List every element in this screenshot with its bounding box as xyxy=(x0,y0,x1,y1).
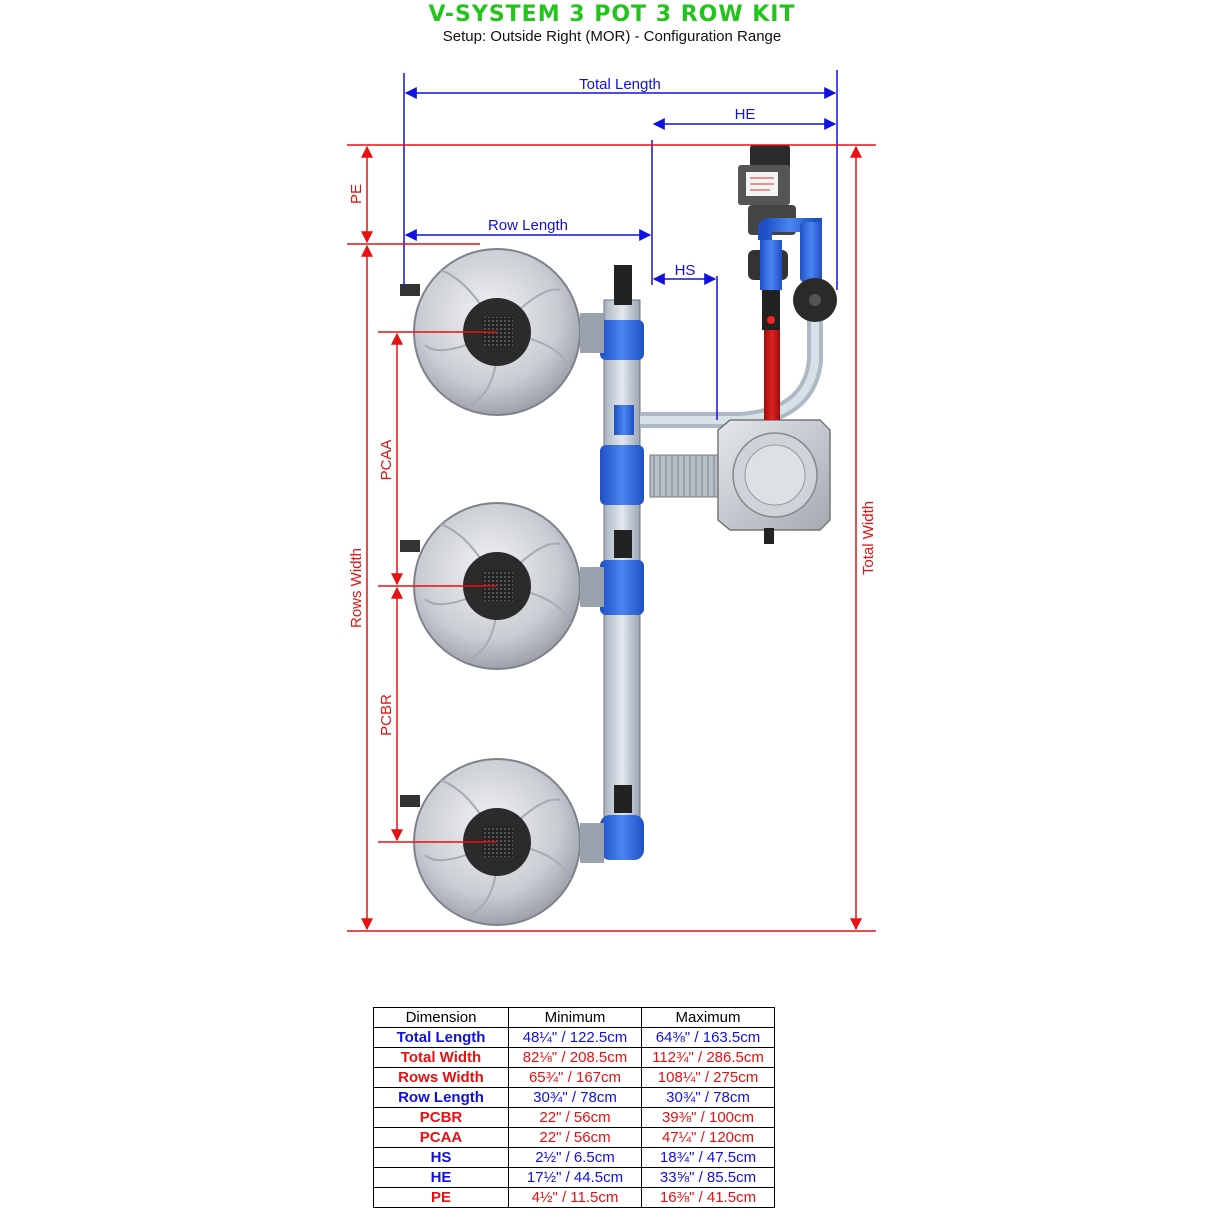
row-name: Row Length xyxy=(373,1087,509,1108)
total-length-label: Total Length xyxy=(579,76,661,93)
table-row: Rows Width 65¾" / 167cm 108¼" / 275cm xyxy=(373,1067,775,1088)
he-label: HE xyxy=(735,106,756,123)
total-width-label: Total Width xyxy=(860,501,877,575)
pcaa-label: PCAA xyxy=(378,440,395,481)
header-maximum: Maximum xyxy=(641,1007,775,1028)
row-length-label: Row Length xyxy=(488,217,568,234)
hs-label: HS xyxy=(675,262,696,279)
row-min: 2½" / 6.5cm xyxy=(508,1147,642,1168)
row-name: HE xyxy=(373,1167,509,1188)
row-max: 108¼" / 275cm xyxy=(641,1067,775,1088)
row-max: 47¼" / 120cm xyxy=(641,1127,775,1148)
table-row: PCBR 22" / 56cm 39⅜" / 100cm xyxy=(373,1107,775,1128)
dimensions-table: Dimension Minimum Maximum Total Length 4… xyxy=(373,1007,775,1208)
row-max: 33⅝" / 85.5cm xyxy=(641,1167,775,1188)
table-row: PE 4½" / 11.5cm 16⅜" / 41.5cm xyxy=(373,1187,775,1208)
table-row: HE 17½" / 44.5cm 33⅝" / 85.5cm xyxy=(373,1167,775,1188)
row-max: 30¾" / 78cm xyxy=(641,1087,775,1108)
row-max: 18¾" / 47.5cm xyxy=(641,1147,775,1168)
row-name: HS xyxy=(373,1147,509,1168)
table-row: HS 2½" / 6.5cm 18¾" / 47.5cm xyxy=(373,1147,775,1168)
row-max: 16⅜" / 41.5cm xyxy=(641,1187,775,1208)
flex-duct xyxy=(649,454,721,498)
system-diagram: Total Length HE Row Length HS PE PCAA PC… xyxy=(347,70,877,932)
row-min: 30¾" / 78cm xyxy=(508,1087,642,1108)
reservoir-tank xyxy=(717,419,831,544)
page-subtitle: Setup: Outside Right (MOR) - Configurati… xyxy=(442,28,782,45)
row-max: 39⅜" / 100cm xyxy=(641,1107,775,1128)
row-min: 17½" / 44.5cm xyxy=(508,1167,642,1188)
page-title: V-SYSTEM 3 POT 3 ROW KIT xyxy=(428,2,796,27)
row-min: 65¾" / 167cm xyxy=(508,1067,642,1088)
header-dimension: Dimension xyxy=(373,1007,509,1028)
row-min: 22" / 56cm xyxy=(508,1107,642,1128)
pump-assembly xyxy=(738,145,837,420)
table-row: Total Width 82⅛" / 208.5cm 112¾" / 286.5… xyxy=(373,1047,775,1068)
row-name: PE xyxy=(373,1187,509,1208)
row-min: 48¼" / 122.5cm xyxy=(508,1027,642,1048)
return-hose xyxy=(640,300,823,428)
row-max: 112¾" / 286.5cm xyxy=(641,1047,775,1068)
row-min: 4½" / 11.5cm xyxy=(508,1187,642,1208)
pcbr-label: PCBR xyxy=(378,694,395,736)
row-name: Total Length xyxy=(373,1027,509,1048)
row-name: PCBR xyxy=(373,1107,509,1128)
row-min: 82⅛" / 208.5cm xyxy=(508,1047,642,1068)
header-minimum: Minimum xyxy=(508,1007,642,1028)
table-row: PCAA 22" / 56cm 47¼" / 120cm xyxy=(373,1127,775,1148)
table-row: Row Length 30¾" / 78cm 30¾" / 78cm xyxy=(373,1087,775,1108)
table-header-row: Dimension Minimum Maximum xyxy=(373,1007,775,1028)
rows-width-label: Rows Width xyxy=(348,548,365,628)
width-dimension-lines xyxy=(347,144,876,932)
main-manifold-pipe xyxy=(600,265,644,860)
table-row: Total Length 48¼" / 122.5cm 64⅜" / 163.5… xyxy=(373,1027,775,1048)
length-dimension-lines xyxy=(403,70,838,420)
row-max: 64⅜" / 163.5cm xyxy=(641,1027,775,1048)
row-min: 22" / 56cm xyxy=(508,1127,642,1148)
row-name: PCAA xyxy=(373,1127,509,1148)
row-name: Total Width xyxy=(373,1047,509,1068)
row-name: Rows Width xyxy=(373,1067,509,1088)
pe-label: PE xyxy=(348,184,365,204)
